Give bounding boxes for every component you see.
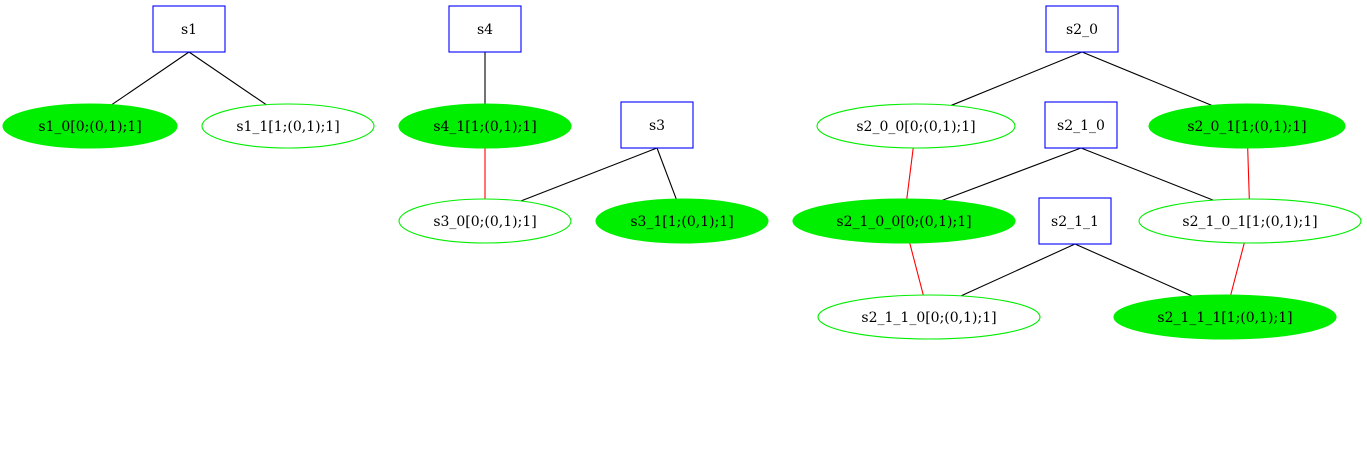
- label-s3_1: s3_1[1;(0,1);1]: [630, 214, 733, 230]
- node-s2_1_0: s2_1_0: [1044, 101, 1118, 149]
- node-s1_1: s1_1[1;(0,1);1]: [201, 103, 375, 149]
- ellipse-s2_1_1_0: [817, 294, 1041, 340]
- edge-s2_1_1-s2_1_1_0: [960, 243, 1076, 297]
- nodes-layer: s1 s1_0[0;(0,1);1] s1_1[1;(0,1);1] s4 s4_1[1…: [2, 5, 1362, 340]
- node-s3_1: s3_1[1;(0,1);1]: [595, 198, 769, 244]
- edge-s2_1_0-s2_1_0_1: [1080, 147, 1214, 201]
- label-s1_1: s1_1[1;(0,1);1]: [236, 119, 339, 135]
- label-s4: s4: [477, 22, 493, 38]
- ellipse-s2_1_1_1: [1113, 294, 1337, 340]
- node-s2_0_1: s2_0_1[1;(0,1);1]: [1148, 103, 1346, 149]
- node-s1_0: s1_0[0;(0,1);1]: [2, 103, 178, 149]
- edge-s2_1_0_0-s2_1_1_0: [909, 242, 924, 296]
- edge-s2_0-s2_0_1: [1081, 51, 1213, 106]
- label-s2_0: s2_0: [1066, 22, 1098, 38]
- ellipse-s3_0: [398, 198, 572, 244]
- box-s2_1_0: [1044, 101, 1118, 149]
- label-s2_1_1: s2_1_1: [1051, 214, 1099, 230]
- node-s2_1_1_0: s2_1_1_0[0;(0,1);1]: [817, 294, 1041, 340]
- ellipse-s2_0_1: [1148, 103, 1346, 149]
- label-s3_0: s3_0[0;(0,1);1]: [433, 214, 536, 230]
- label-s2_0_1: s2_0_1[1;(0,1);1]: [1187, 119, 1306, 135]
- label-s4_1: s4_1[1;(0,1);1]: [433, 119, 536, 135]
- label-s2_1_0: s2_1_0: [1057, 118, 1105, 134]
- label-s1_0: s1_0[0;(0,1);1]: [38, 119, 141, 135]
- edge-s1-s1_0: [111, 51, 190, 106]
- edge-s2_0-s2_0_0: [950, 51, 1083, 106]
- node-s4_1: s4_1[1;(0,1);1]: [398, 103, 572, 149]
- edge-s3-s3_0: [520, 147, 658, 202]
- node-s2_0: s2_0: [1045, 5, 1119, 53]
- ellipse-s2_1_0_1: [1138, 198, 1362, 244]
- ellipse-s2_0_0: [816, 103, 1016, 149]
- edge-s2_1_0-s2_1_0_0: [941, 147, 1082, 201]
- label-s1: s1: [181, 22, 197, 38]
- label-s2_0_0: s2_0_0[0;(0,1);1]: [856, 119, 975, 135]
- node-s3: s3: [620, 101, 694, 149]
- edge-s2_1_0_1-s2_1_1_1: [1230, 242, 1245, 296]
- label-s2_1_1_0: s2_1_1_0[0;(0,1);1]: [861, 310, 996, 326]
- box-s4: [448, 5, 522, 53]
- edge-s2_1_1-s2_1_1_1: [1074, 243, 1193, 297]
- node-s1: s1: [152, 5, 226, 53]
- edge-s2_0_0-s2_1_0_0: [906, 147, 914, 200]
- node-s3_0: s3_0[0;(0,1);1]: [398, 198, 572, 244]
- box-s1: [152, 5, 226, 53]
- box-s3: [620, 101, 694, 149]
- node-s2_1_1: s2_1_1: [1038, 197, 1112, 245]
- node-s2_1_0_1: s2_1_0_1[1;(0,1);1]: [1138, 198, 1362, 244]
- box-s2_1_1: [1038, 197, 1112, 245]
- edges-layer: [111, 51, 1250, 297]
- node-s4: s4: [448, 5, 522, 53]
- ellipse-s1_0: [2, 103, 178, 149]
- label-s2_1_0_0: s2_1_0_0[0;(0,1);1]: [836, 214, 971, 230]
- label-s3: s3: [649, 118, 665, 134]
- box-s2_0: [1045, 5, 1119, 53]
- edge-s1-s1_1: [188, 51, 267, 106]
- ellipse-s4_1: [398, 103, 572, 149]
- node-s2_0_0: s2_0_0[0;(0,1);1]: [816, 103, 1016, 149]
- label-s2_1_1_1: s2_1_1_1[1;(0,1);1]: [1157, 310, 1292, 326]
- node-s2_1_1_1: s2_1_1_1[1;(0,1);1]: [1113, 294, 1337, 340]
- node-s2_1_0_0: s2_1_0_0[0;(0,1);1]: [792, 198, 1016, 244]
- ellipse-s3_1: [595, 198, 769, 244]
- ellipse-s1_1: [201, 103, 375, 149]
- ellipse-s2_1_0_0: [792, 198, 1016, 244]
- edge-s2_0_1-s2_1_0_1: [1247, 147, 1250, 200]
- edge-s3-s3_1: [656, 147, 677, 200]
- label-s2_1_0_1: s2_1_0_1[1;(0,1);1]: [1182, 214, 1317, 230]
